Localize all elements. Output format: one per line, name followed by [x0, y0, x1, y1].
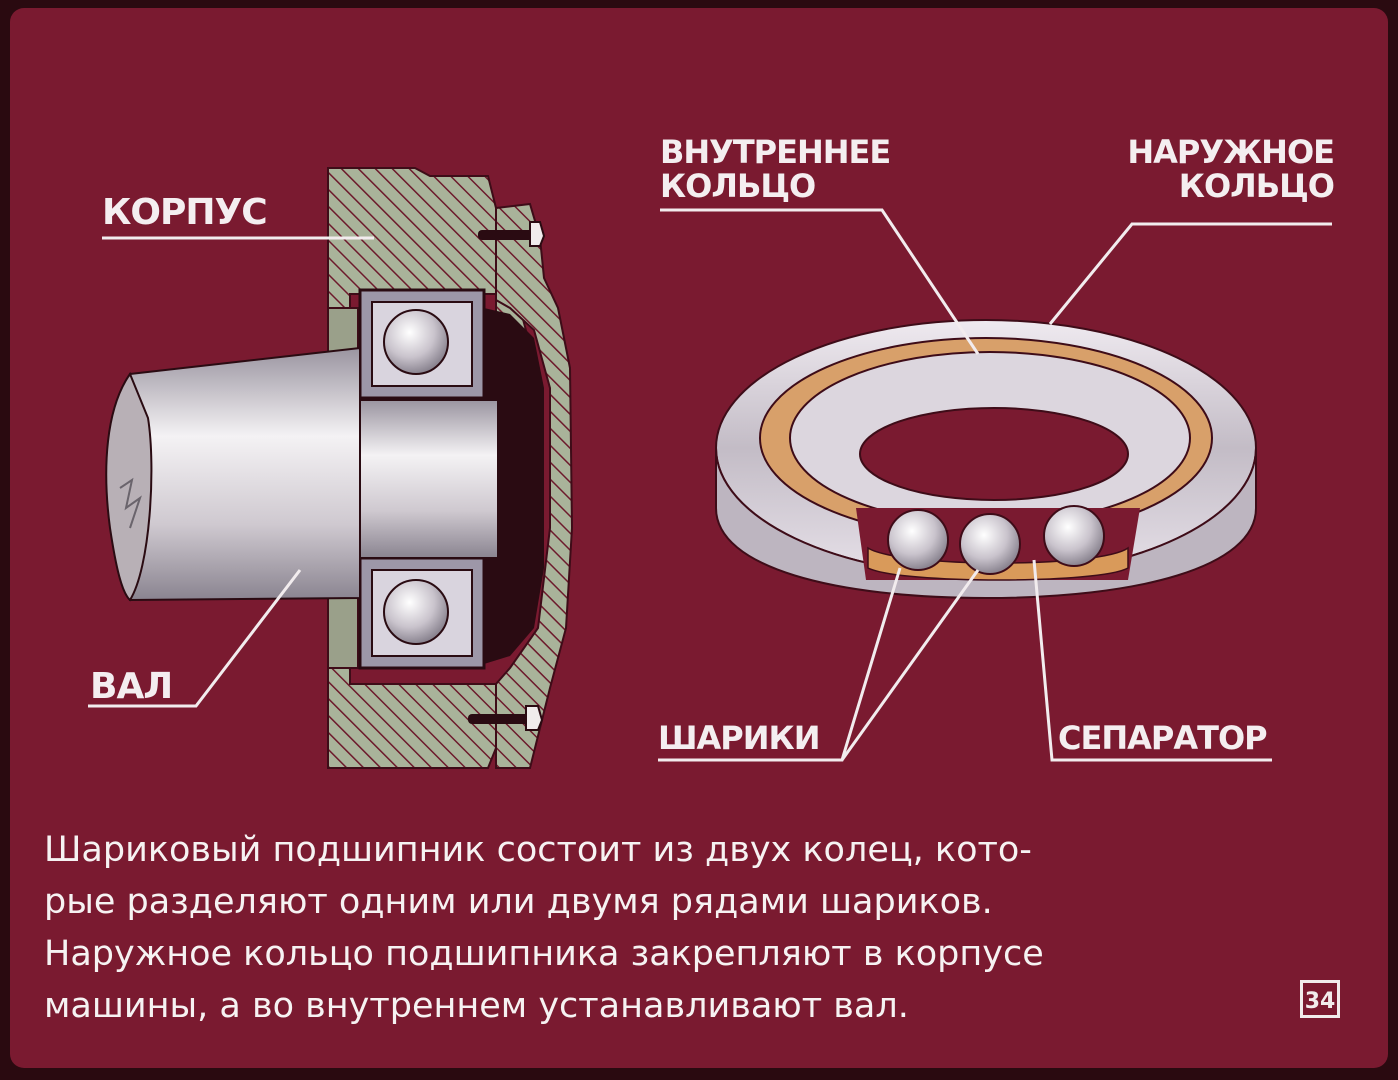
slide: КОРПУС ВАЛ ВНУТРЕННЕЕ КОЛЬЦО НАРУЖНОЕ КО… [10, 8, 1388, 1068]
bearing-diagram [88, 167, 1332, 769]
shaft [105, 346, 499, 602]
label-separator: СЕПАРАТОР [1058, 719, 1268, 757]
caption-line-2: рые разделяют одним или двумя рядами шар… [44, 882, 993, 922]
label-outer-ring-line1: НАРУЖНОЕ [1127, 133, 1335, 171]
leader-lines [88, 208, 1332, 762]
bearing-section [358, 288, 486, 670]
bolt-bottom [468, 705, 544, 731]
caption-line-4: машины, а во внутреннем устанавливают ва… [44, 986, 909, 1026]
caption-line-1: Шариковый подшипник состоит из двух коле… [44, 830, 1032, 870]
page-number: 34 [1300, 980, 1340, 1018]
caption: Шариковый подшипник состоит из двух коле… [44, 824, 1354, 1032]
label-housing: КОРПУС [102, 192, 268, 233]
ball-1 [887, 509, 949, 571]
housing-section [327, 167, 574, 769]
ball-3 [1043, 505, 1105, 567]
label-outer-ring-line2: КОЛЬЦО [1178, 166, 1335, 205]
caption-line-3: Наружное кольцо подшипника закрепляют в … [44, 934, 1044, 974]
label-outer-ring: НАРУЖНОЕ КОЛЬЦО [1114, 133, 1335, 205]
ball-2 [959, 513, 1021, 575]
label-inner-ring-line2: КОЛЬЦО [660, 166, 816, 205]
label-inner-ring: ВНУТРЕННЕЕ КОЛЬЦО [660, 133, 891, 205]
label-shaft: ВАЛ [90, 666, 173, 707]
label-inner-ring-line1: ВНУТРЕННЕЕ [660, 133, 891, 171]
bolt-top [478, 221, 546, 247]
balls-group [887, 505, 1105, 575]
label-balls: ШАРИКИ [658, 719, 820, 757]
